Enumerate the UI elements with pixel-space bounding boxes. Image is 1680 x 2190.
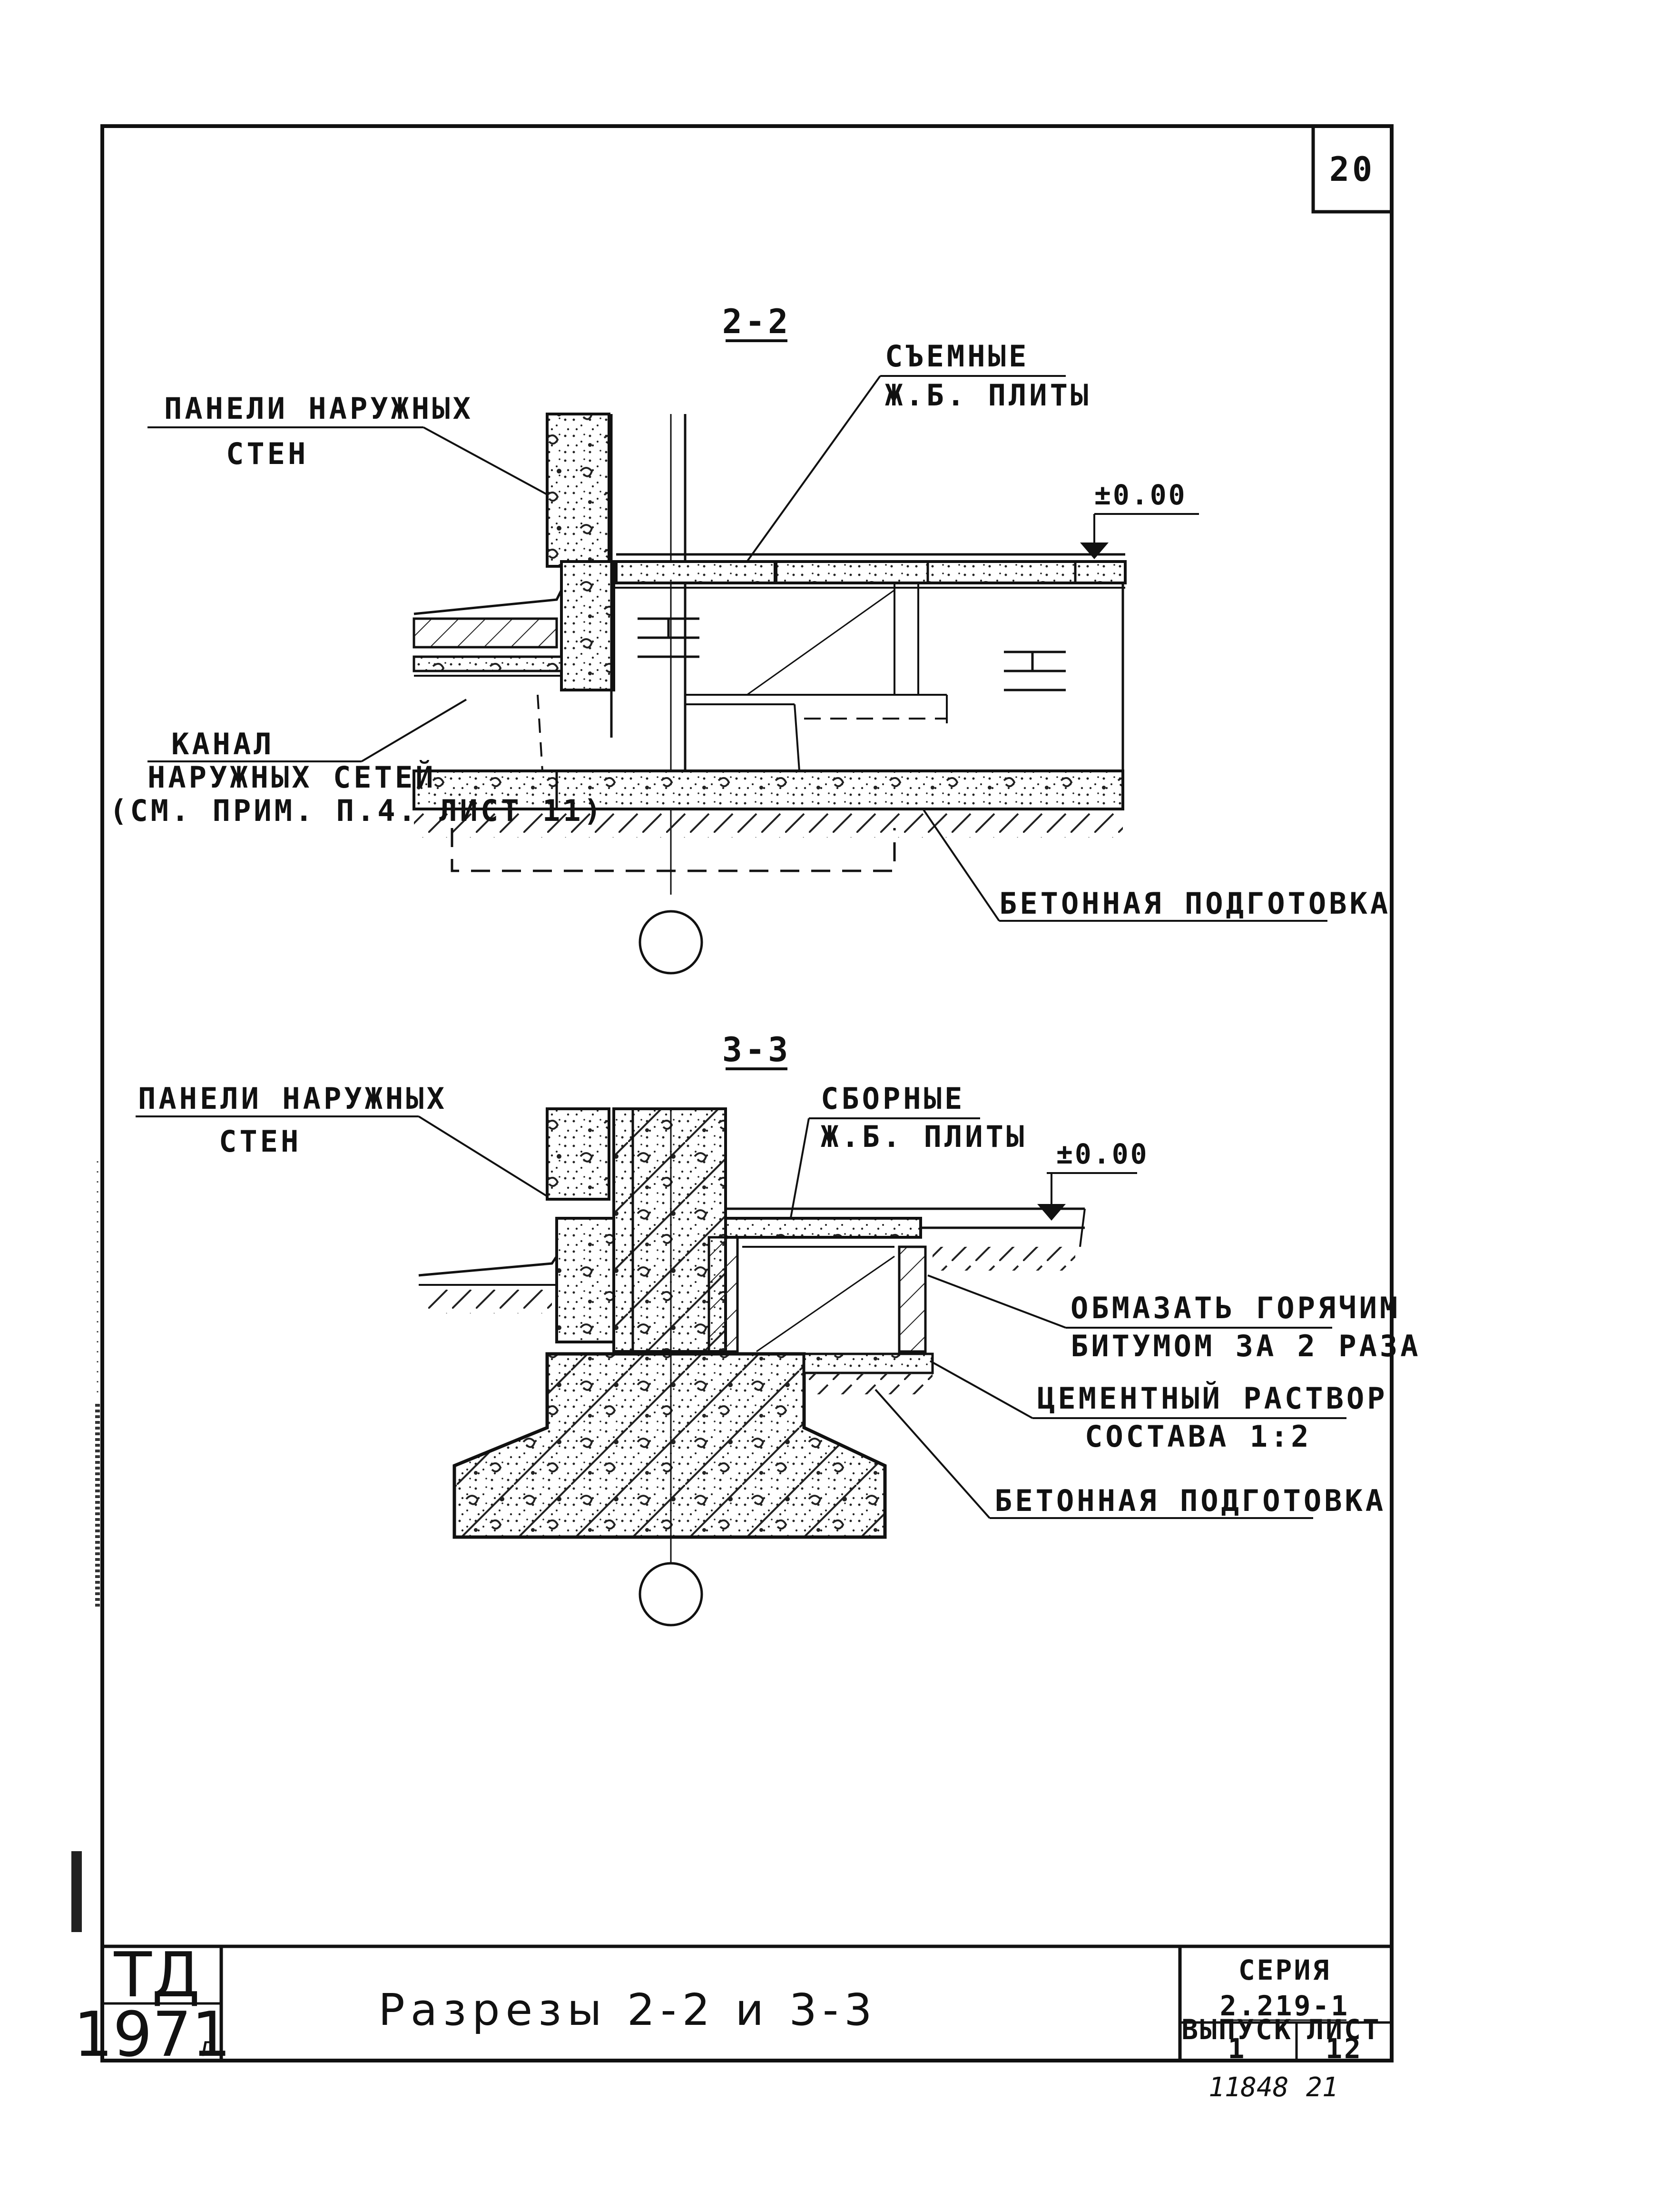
drawing-title: Разрезы 2-2 и 3-3 xyxy=(378,1984,877,2035)
label-concrete-2-2: БЕТОННАЯ ПОДГОТОВКА xyxy=(999,886,1391,921)
label-bitumen-line2: БИТУМОМ ЗА 2 РАЗА xyxy=(1071,1329,1421,1363)
label-slabs-3-3-line2: Ж.Б. ПЛИТЫ xyxy=(821,1119,1027,1154)
sheet-number: 20 xyxy=(1329,150,1375,189)
elevation-3-3: ±0.00 xyxy=(1056,1138,1149,1170)
label-mortar-line2: СОСТАВА 1:2 xyxy=(1085,1419,1312,1454)
issue-label: ВЫПУСК xyxy=(1181,2013,1293,2046)
section-2-2: 2-2 ПАНЕЛИ НАРУЖНЫХ СТЕН СЪЕМНЫЕ Ж.Б. ПЛ… xyxy=(109,302,1391,975)
sheet-frame xyxy=(100,124,1394,2062)
sheet-value: 12 xyxy=(1326,2032,1363,2065)
footer-number-right: 21 xyxy=(1306,2072,1338,2103)
section-3-3: 3-3 ПАНЕЛИ НАРУЖНЫХ СТЕН СБОРНЫЕ Ж.Б. ПЛ… xyxy=(136,1030,1421,1627)
org-code: ТД xyxy=(114,1939,200,2011)
label-mortar-line1: ЦЕМЕНТНЫЙ РАСТВОР xyxy=(1037,1381,1388,1416)
sheet-label: ЛИСТ xyxy=(1307,2013,1381,2046)
binding-marks xyxy=(71,1161,100,1932)
series-label: СЕРИЯ xyxy=(1238,1954,1331,1986)
label-channel-line2: НАРУЖНЫХ СЕТЕЙ xyxy=(147,760,436,795)
axis-marker-2-2 xyxy=(639,910,703,975)
label-panels-2-2-line2: СТЕН xyxy=(226,436,308,471)
label-panels-2-2-line1: ПАНЕЛИ НАРУЖНЫХ xyxy=(164,391,473,426)
label-panels-3-3-line2: СТЕН xyxy=(219,1124,301,1159)
issue-value: 1 xyxy=(1228,2032,1247,2065)
label-channel-line1: КАНАЛ xyxy=(171,727,275,761)
label-slabs-2-2-line2: Ж.Б. ПЛИТЫ xyxy=(885,378,1091,413)
label-concrete-3-3: БЕТОННАЯ ПОДГОТОВКА xyxy=(994,1483,1386,1518)
footer-number-left: 11848 xyxy=(1208,2072,1289,2103)
year-suffix: г. xyxy=(200,2032,232,2062)
label-panels-3-3-line1: ПАНЕЛИ НАРУЖНЫХ xyxy=(138,1081,447,1116)
section-3-3-title: 3-3 xyxy=(722,1030,791,1069)
axis-marker-3-3 xyxy=(639,1562,703,1627)
title-block: ТД 1971 г. Разрезы 2-2 и 3-3 СЕРИЯ 2.219… xyxy=(74,1939,1392,2071)
sheet-number-box xyxy=(1311,124,1394,214)
label-slabs-3-3-line1: СБОРНЫЕ xyxy=(821,1081,965,1116)
year: 1971 xyxy=(74,1998,231,2071)
section-2-2-title: 2-2 xyxy=(722,302,791,341)
label-channel-line3: (СМ. ПРИМ. П.4. ЛИСТ 11) xyxy=(109,793,604,828)
elevation-2-2: ±0.00 xyxy=(1094,479,1187,511)
label-slabs-2-2-line1: СЪЕМНЫЕ xyxy=(885,339,1029,374)
label-bitumen-line1: ОБМАЗАТЬ ГОРЯЧИМ xyxy=(1071,1291,1400,1325)
series-value: 2.219-1 xyxy=(1220,1990,1349,2022)
